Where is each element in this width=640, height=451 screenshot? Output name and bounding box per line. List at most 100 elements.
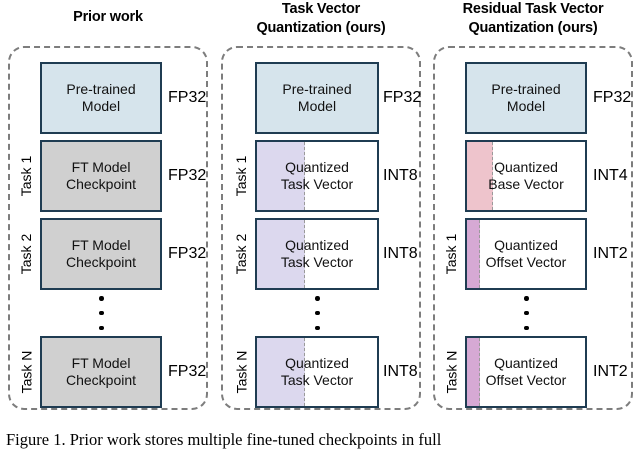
- precision-label: INT8: [383, 218, 418, 290]
- precision-label-text: INT2: [593, 363, 628, 380]
- quantization-stripe-purple: [257, 338, 305, 406]
- model-box-label-line: Quantized: [494, 237, 558, 253]
- task-label-text: Task N: [443, 350, 460, 394]
- panel-title-line: Residual Task Vector: [462, 1, 604, 17]
- panel-title-line: Task Vector: [281, 1, 361, 17]
- ellipsis-dot: [99, 310, 104, 316]
- task-label-text: Task N: [233, 350, 250, 394]
- task-label-text: Task 2: [18, 233, 34, 275]
- task-label: Task 2: [15, 218, 37, 290]
- model-box-label-line: Task Vector: [280, 372, 354, 388]
- model-box-label-line: Offset Vector: [485, 372, 567, 388]
- model-box-label-line: Task Vector: [280, 176, 354, 192]
- precision-label: INT8: [383, 336, 418, 408]
- model-box-label-line: Model: [297, 98, 337, 114]
- ellipsis-dot: [315, 310, 320, 316]
- vertical-ellipsis: [522, 296, 531, 330]
- precision-label-text: INT4: [593, 167, 628, 184]
- panel-title-line: Prior work: [73, 9, 143, 25]
- precision-label: FP32: [168, 62, 206, 134]
- task-label: Task N: [440, 336, 462, 408]
- precision-label-text: INT8: [383, 363, 418, 380]
- task-label-text: Task 2: [233, 233, 249, 275]
- precision-label: INT2: [593, 218, 628, 290]
- model-box-label-line: Quantized: [494, 355, 558, 371]
- precision-label: FP32: [383, 62, 421, 134]
- quantization-stripe-magenta: [467, 220, 480, 288]
- model-box-label-line: FT Model: [71, 159, 131, 175]
- model-box-label-line: Offset Vector: [485, 254, 567, 270]
- model-box-label-line: Pre-trained: [66, 81, 136, 97]
- precision-label-text: FP32: [593, 89, 632, 106]
- panel-title-line: Quantization (ours): [468, 20, 598, 36]
- precision-label-text: INT2: [593, 245, 628, 262]
- task-label-text: Task 1: [443, 233, 459, 275]
- task-label: Task 2: [230, 218, 252, 290]
- quantization-stripe-purple: [257, 142, 305, 210]
- vertical-ellipsis: [313, 296, 322, 330]
- ellipsis-dot: [315, 296, 320, 301]
- model-box-label-line: Pre-trained: [491, 81, 561, 97]
- ellipsis-dot: [99, 296, 104, 301]
- precision-label: INT4: [593, 140, 628, 212]
- model-box-label-line: Model: [506, 98, 546, 114]
- ellipsis-dot: [524, 296, 529, 301]
- model-box-label-line: Task Vector: [280, 254, 354, 270]
- precision-label: INT2: [593, 336, 628, 408]
- model-box-label-line: Quantized: [285, 237, 349, 253]
- ellipsis-dot: [524, 310, 529, 316]
- vertical-ellipsis: [97, 296, 106, 330]
- task-label-text: Task 1: [18, 155, 34, 197]
- model-box-label-line: Quantized: [494, 159, 558, 175]
- model-box-label-line: Quantized: [285, 159, 349, 175]
- task-label-text: Task 1: [233, 155, 249, 197]
- precision-label-text: FP32: [383, 89, 422, 106]
- model-box-label-line: Quantized: [285, 355, 349, 371]
- precision-label-text: FP32: [168, 245, 207, 262]
- figure-caption: Figure 1. Prior work stores multiple fin…: [6, 430, 442, 449]
- model-box-label-line: Checkpoint: [65, 254, 137, 270]
- quantization-stripe-magenta: [467, 338, 480, 406]
- precision-label: FP32: [168, 336, 206, 408]
- ellipsis-dot: [315, 325, 320, 330]
- precision-label: FP32: [593, 62, 631, 134]
- precision-label: FP32: [168, 218, 206, 290]
- model-box-label-line: FT Model: [71, 237, 131, 253]
- panel-title-line: Quantization (ours): [256, 20, 386, 36]
- precision-label: FP32: [168, 140, 206, 212]
